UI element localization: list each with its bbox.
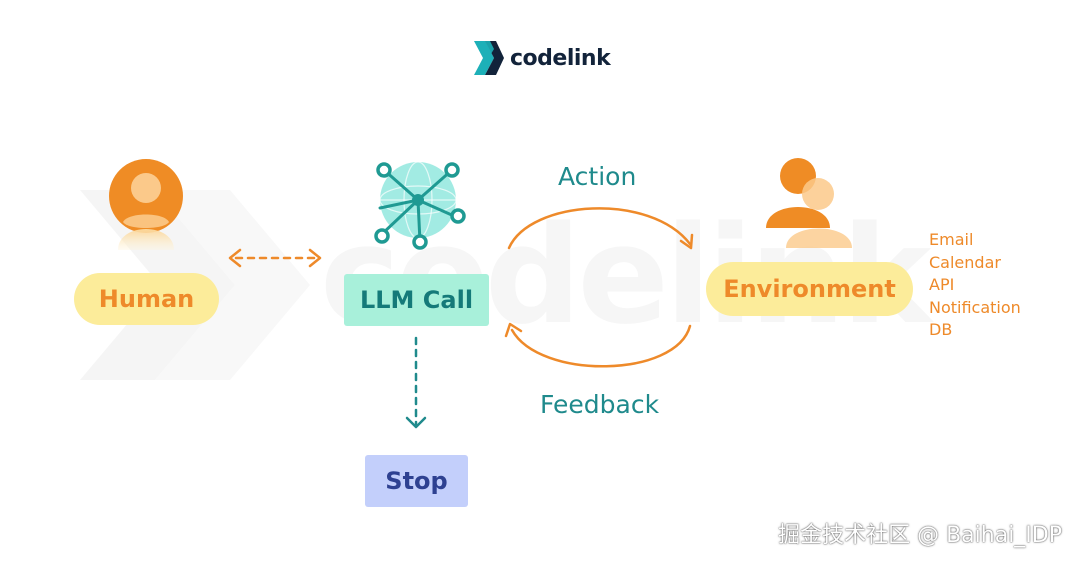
- human-avatar-icon: [109, 159, 183, 250]
- logo-text: codelink: [510, 45, 611, 71]
- stop-node: Stop: [365, 455, 468, 507]
- environment-people-icon: [766, 158, 852, 248]
- human-node: Human: [74, 273, 219, 325]
- environment-item-calendar: Calendar: [929, 252, 1001, 272]
- environment-node: Environment: [706, 262, 913, 316]
- human-llm-arrowhead-right: [308, 248, 322, 268]
- llm-stop-arrowhead: [405, 416, 427, 429]
- environment-item-notification: Notification: [929, 297, 1021, 317]
- llm-network-icon: [374, 161, 466, 250]
- codelink-logo-icon: [474, 41, 504, 75]
- feedback-arc: [510, 324, 692, 368]
- feedback-label: Feedback: [540, 390, 660, 419]
- environment-item-api: API: [929, 275, 955, 294]
- llm-call-node: LLM Call: [344, 274, 489, 326]
- codelink-logo: codelink: [474, 40, 611, 76]
- feedback-arrowhead: [504, 322, 523, 338]
- environment-items-list: Email Calendar API Notification DB: [929, 229, 1021, 342]
- action-arc: [507, 207, 692, 250]
- human-llm-arrowhead-left: [228, 248, 242, 268]
- action-arrowhead: [679, 233, 694, 250]
- environment-item-email: Email: [929, 230, 974, 249]
- action-label: Action: [558, 162, 637, 191]
- source-credit: 掘金技术社区 @ Baihai_IDP: [778, 523, 1062, 548]
- environment-item-db: DB: [929, 320, 953, 339]
